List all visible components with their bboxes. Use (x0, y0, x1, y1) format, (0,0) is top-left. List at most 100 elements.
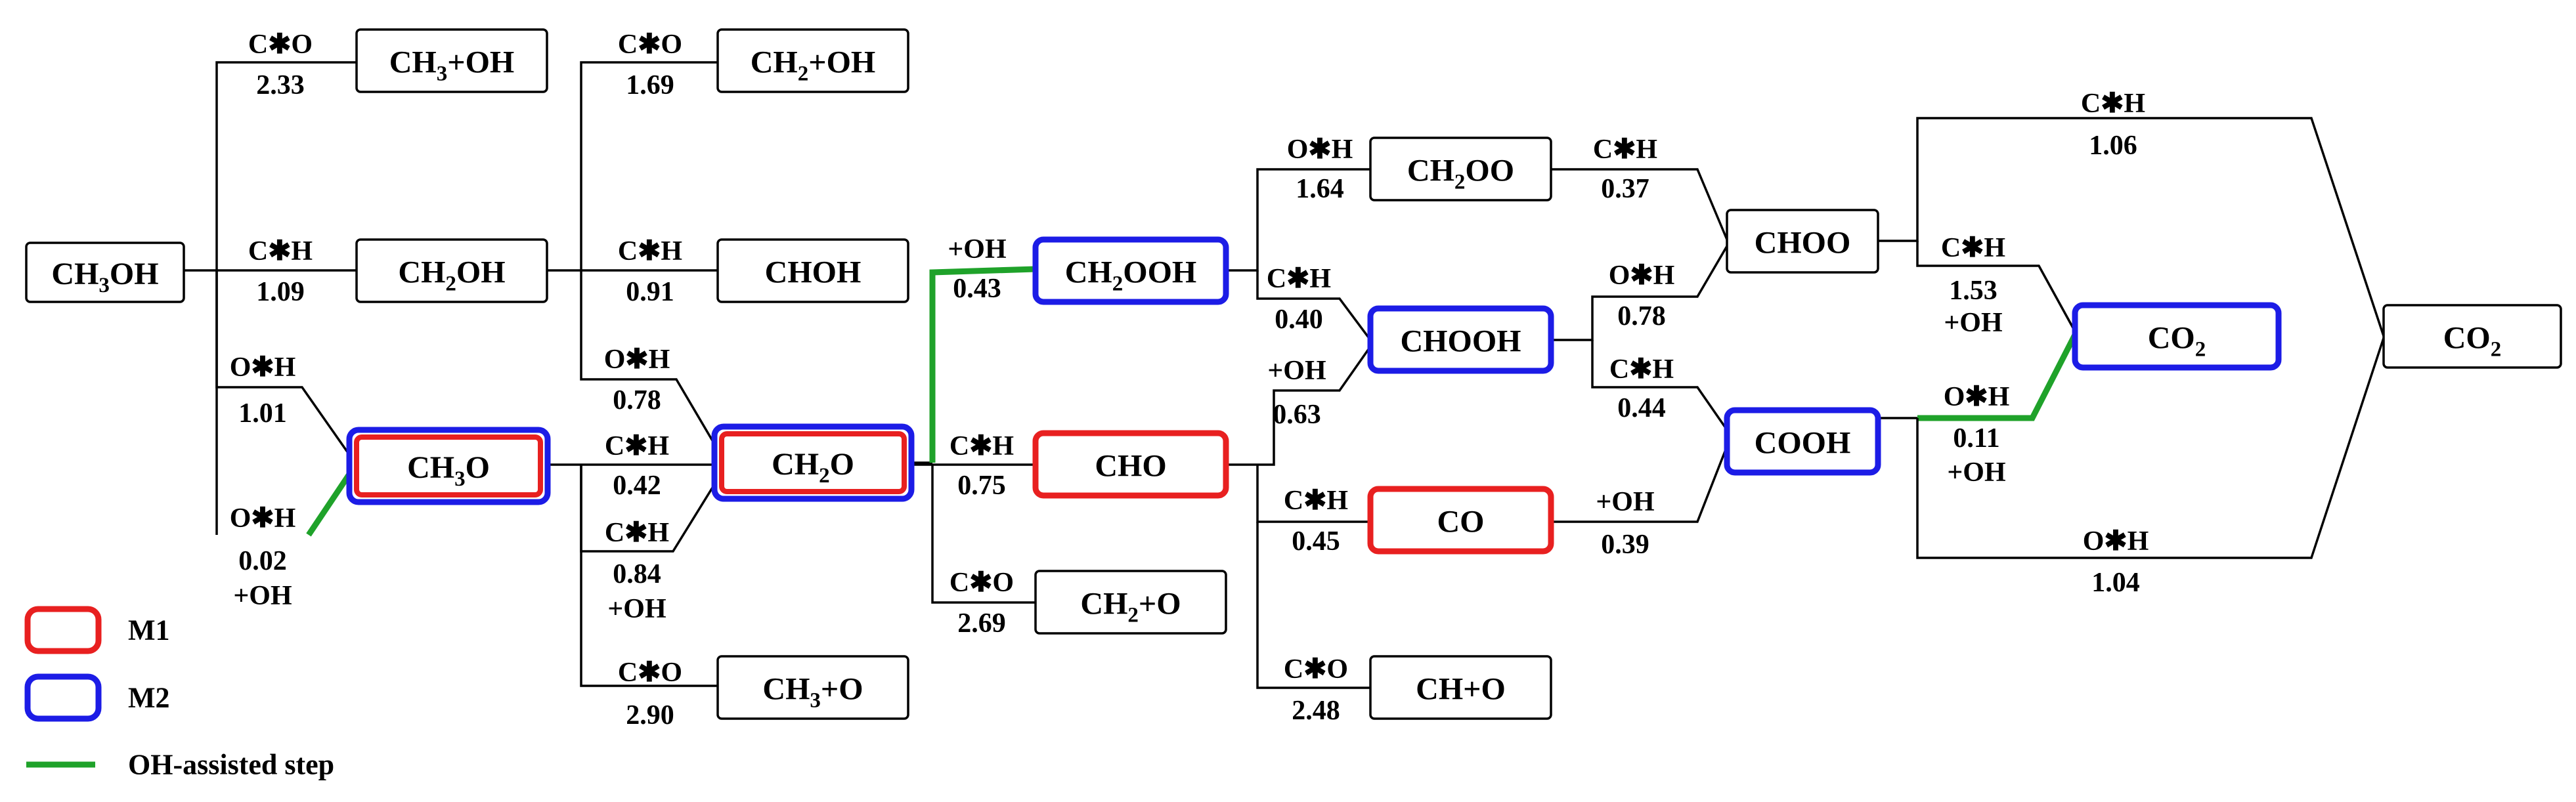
step-label-3: O✱H0.02+OH (230, 503, 296, 611)
step-label-25: O✱H1.04 (2083, 526, 2149, 598)
barrier-value: 1.69 (626, 70, 674, 100)
legend-label: M1 (128, 614, 170, 646)
box-outline (25, 242, 185, 303)
box-outline (716, 28, 909, 93)
barrier-value: 0.40 (1275, 305, 1323, 335)
node-label: CH2OH (398, 255, 505, 296)
bond-label: O✱H (230, 352, 296, 383)
box-outline (355, 238, 548, 303)
node-ch3-o: CH3+O (716, 655, 909, 720)
barrier-value: 1.64 (1296, 174, 1344, 204)
extra-label: +OH (607, 594, 666, 624)
node-label: CH3O (407, 450, 490, 492)
oh-assisted-line-24 (1917, 333, 2078, 421)
connector-line-14 (1256, 270, 1372, 341)
step-label-15: +OH0.63 (1267, 356, 1326, 430)
barrier-value: 0.78 (613, 385, 661, 415)
step-label-18: C✱H 0.37 (1593, 135, 1657, 204)
step-label-2: O✱H1.01 (230, 352, 296, 429)
bond-label: O✱H (1287, 135, 1353, 165)
node-label: CH3+O (762, 671, 863, 713)
legend-label: OH-assisted step (128, 749, 334, 781)
box-outline (1369, 137, 1552, 201)
box-outline (716, 238, 909, 303)
barrier-value: 0.37 (1601, 174, 1649, 204)
barrier-value: 0.91 (626, 277, 674, 307)
connector-line-12 (931, 465, 1036, 604)
m2-outline (1367, 305, 1554, 374)
bond-label: C✱H (1284, 486, 1348, 516)
barrier-value: 0.42 (613, 471, 661, 501)
extra-label: +OH (1944, 308, 2002, 338)
step-label-11: C✱H0.75 (950, 431, 1014, 501)
node-ch-o: CH+O (1369, 655, 1552, 720)
step-label-0: C✱O2.33 (248, 30, 313, 100)
node-ch2-o: CH2+O (1034, 570, 1227, 635)
step-label-1: C✱H1.09 (248, 236, 313, 307)
step-label-23: C✱H1.53+OH (1941, 233, 2005, 338)
node-label: CH3+OH (389, 45, 515, 86)
connector-line-23 (1916, 241, 2076, 332)
barrier-value: 2.33 (256, 70, 305, 100)
barrier-value: 0.84 (613, 559, 661, 589)
node-choh: CHOH (716, 238, 909, 303)
bond-label: +OH (1267, 356, 1326, 386)
step-label-13: O✱H 1.64 (1287, 135, 1353, 204)
step-label-20: C✱H0.44 (1609, 354, 1674, 423)
extra-label: +OH (1947, 457, 2005, 488)
legend-item-oh-assisted-step: OH-assisted step (26, 749, 334, 781)
extra-label: +OH (233, 581, 292, 611)
bond-label: C✱H (1609, 354, 1674, 385)
legend-swatch (24, 606, 102, 654)
connector-line-9 (580, 465, 718, 687)
bond-label: C✱H (1941, 233, 2005, 263)
m2-outline (1724, 407, 1881, 476)
node-co2-mid: CO2 (2072, 302, 2282, 371)
box-outline (2382, 304, 2562, 369)
connector-line-18 (1551, 168, 1728, 240)
step-label-16: C✱H0.45 (1284, 486, 1348, 557)
step-label-14: C✱H0.40 (1267, 264, 1331, 335)
bond-label: C✱H (605, 518, 669, 548)
bond-label: C✱O (1284, 654, 1348, 685)
bond-label: C✱O (950, 568, 1014, 598)
node-label: CHO (1095, 448, 1166, 483)
barrier-value: 1.04 (2091, 568, 2140, 598)
node-co: CO (1367, 486, 1554, 555)
step-label-10: +OH0.43 (948, 234, 1006, 304)
barrier-value: 2.48 (1292, 696, 1340, 726)
connector-line-5 (580, 61, 718, 270)
node-label: CO2 (2148, 320, 2206, 362)
box-outline (716, 655, 909, 720)
barrier-value: 0.78 (1617, 301, 1666, 331)
m1-outline (719, 431, 907, 494)
node-label: CH3OH (51, 257, 158, 298)
connector-line-19 (1551, 245, 1728, 341)
bond-label: +OH (948, 234, 1006, 264)
m2-outline (1032, 236, 1229, 305)
node-ch3o: CH3O (346, 427, 551, 505)
step-label-5: C✱H0.91 (618, 236, 682, 307)
barrier-value: 2.90 (626, 700, 674, 730)
bond-label: C✱H (1593, 135, 1657, 165)
step-label-22: C✱H1.06 (2081, 89, 2145, 161)
bond-label: C✱H (248, 236, 313, 266)
intermediate-boxes: CH3OHCH3+OHCH2OHCH3OCH2+OHCHOHCH2OCH3+OC… (25, 28, 2562, 720)
node-label: CH2+OH (751, 45, 876, 86)
box-outline (1726, 209, 1879, 274)
step-label-8: C✱H 0.84 +OH (605, 518, 669, 624)
node-chooh: CHOOH (1367, 305, 1554, 374)
bond-label: O✱H (230, 503, 296, 534)
legend-item-m1: M1 (24, 606, 170, 654)
node-ch2-oh: CH2+OH (716, 28, 909, 93)
m1-outline (354, 434, 543, 497)
node-ch2oo: CH2OO (1369, 137, 1552, 201)
connector-line-13 (1226, 168, 1370, 272)
barrier-value: 1.06 (2089, 131, 2137, 161)
node-label: COOH (1755, 425, 1851, 460)
box-outline (1034, 570, 1227, 635)
node-ch3oh: CH3OH (25, 242, 185, 303)
bond-label: C✱H (950, 431, 1014, 461)
